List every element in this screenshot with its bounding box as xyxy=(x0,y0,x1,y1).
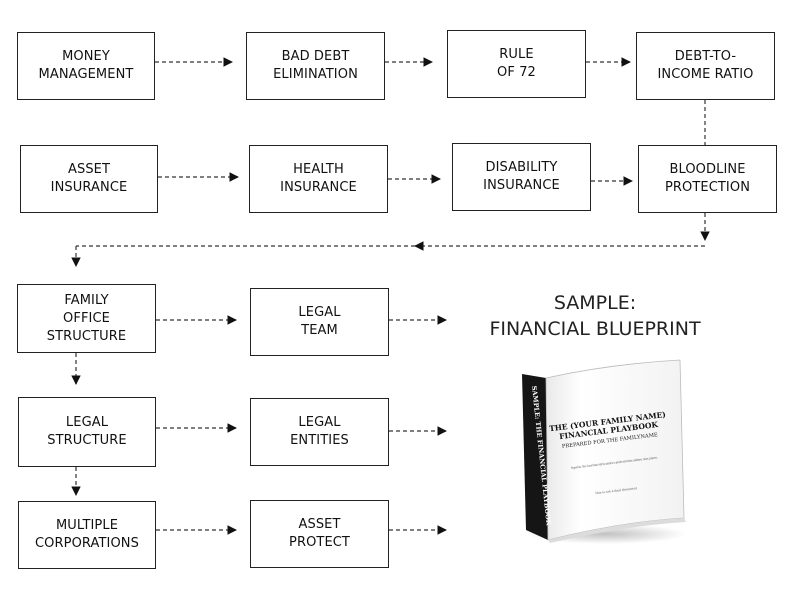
box-label-line: FAMILY xyxy=(64,292,109,308)
box-asset-protect: ASSET PROTECT xyxy=(250,500,389,568)
box-label-line: BLOODLINE xyxy=(669,162,746,177)
box-label-line: ASSET xyxy=(67,162,111,177)
box-label-line: ELIMINATION xyxy=(273,67,358,82)
box-legal-team: LEGAL TEAM xyxy=(250,288,389,356)
box-bad-debt-elimination: BAD DEBT ELIMINATION xyxy=(246,32,385,100)
box-disability-insurance: DISABILITY INSURANCE xyxy=(452,143,591,211)
box-label-line: HEALTH xyxy=(293,162,344,177)
sample-heading-line: SAMPLE: xyxy=(553,292,637,314)
box-label-line: LEGAL xyxy=(298,415,341,430)
box-label-line: MONEY xyxy=(62,49,110,64)
box-label-line: DISABILITY xyxy=(485,160,558,175)
box-label-line: DEBT-TO- xyxy=(674,49,737,64)
box-label-line: BAD DEBT xyxy=(281,49,350,64)
box-legal-entities: LEGAL ENTITIES xyxy=(250,398,389,466)
box-label-line: OF 72 xyxy=(497,65,536,80)
box-label-line: CORPORATIONS xyxy=(35,536,139,551)
book-pages xyxy=(548,518,686,543)
box-debt-to-income-ratio: DEBT-TO- INCOME RATIO xyxy=(636,32,775,100)
book-spine xyxy=(522,374,548,540)
box-label-line: LEGAL xyxy=(65,415,109,430)
box-family-office-structure: FAMILY OFFICE STRUCTURE xyxy=(17,284,156,353)
sample-heading-line: FINANCIAL BLUEPRINT xyxy=(489,318,701,340)
box-label-line: INSURANCE xyxy=(50,180,128,195)
book-image: SAMPLE: THE FINANCIAL PLAYBOOK THE (YOUR… xyxy=(522,359,686,544)
box-asset-insurance: ASSET INSURANCE xyxy=(20,145,158,213)
box-bloodline-protection: BLOODLINE PROTECTION xyxy=(638,145,777,213)
box-rule-of-72: RULE OF 72 xyxy=(447,30,586,98)
box-label-line: ASSET xyxy=(298,517,341,532)
box-label-line: LEGAL xyxy=(298,305,341,320)
box-multiple-corporations: MULTIPLE CORPORATIONS xyxy=(18,501,156,569)
box-label-line: OFFICE xyxy=(63,310,110,326)
box-label-line: INSURANCE xyxy=(280,180,357,195)
box-label-line: ENTITIES xyxy=(290,433,349,448)
sample-heading: SAMPLE: FINANCIAL BLUEPRINT xyxy=(470,290,720,342)
box-label-line: MANAGEMENT xyxy=(38,67,134,82)
box-label-line: STRUCTURE xyxy=(47,433,127,448)
box-legal-structure: LEGAL STRUCTURE xyxy=(18,397,156,467)
box-label-line: INCOME RATIO xyxy=(657,67,754,82)
box-label-line: RULE xyxy=(499,47,534,62)
book-cover xyxy=(545,359,685,541)
book-footer-text: This is not a final document xyxy=(595,486,638,495)
box-health-insurance: HEALTH INSURANCE xyxy=(249,145,388,213)
box-label-line: PROTECTION xyxy=(664,180,751,195)
box-label-line: PROTECT xyxy=(289,535,350,550)
box-label-line: STRUCTURE xyxy=(46,328,127,344)
box-label-line: INSURANCE xyxy=(483,178,560,193)
box-label-line: TEAM xyxy=(301,323,338,338)
box-label-line: MULTIPLE xyxy=(55,518,119,533)
box-money-management: MONEY MANAGEMENT xyxy=(17,32,155,100)
